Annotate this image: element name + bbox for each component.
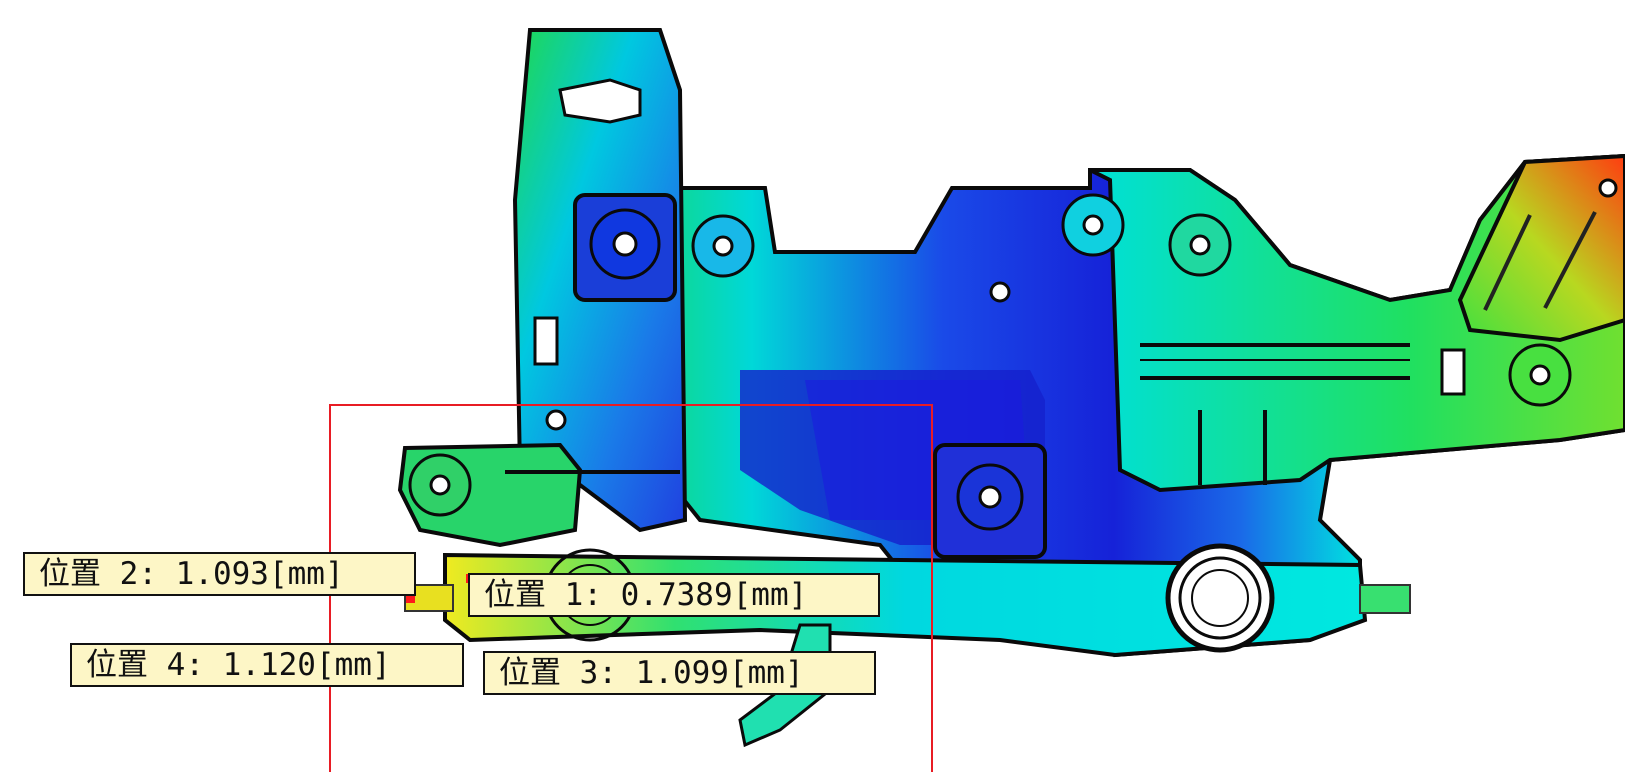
probe-1-label[interactable]: 位置 1: 0.7389[mm] (468, 573, 880, 617)
probe-2-label[interactable]: 位置 2: 1.093[mm] (23, 552, 416, 596)
probe-4-label[interactable]: 位置 4: 1.120[mm] (70, 643, 464, 687)
slot-hole (558, 78, 642, 124)
probe-2-marker[interactable] (406, 594, 415, 603)
bolt-holes (408, 178, 1618, 609)
upper-right-arm (1457, 153, 1625, 343)
probe-3-label[interactable]: 位置 3: 1.099[mm] (483, 651, 876, 695)
